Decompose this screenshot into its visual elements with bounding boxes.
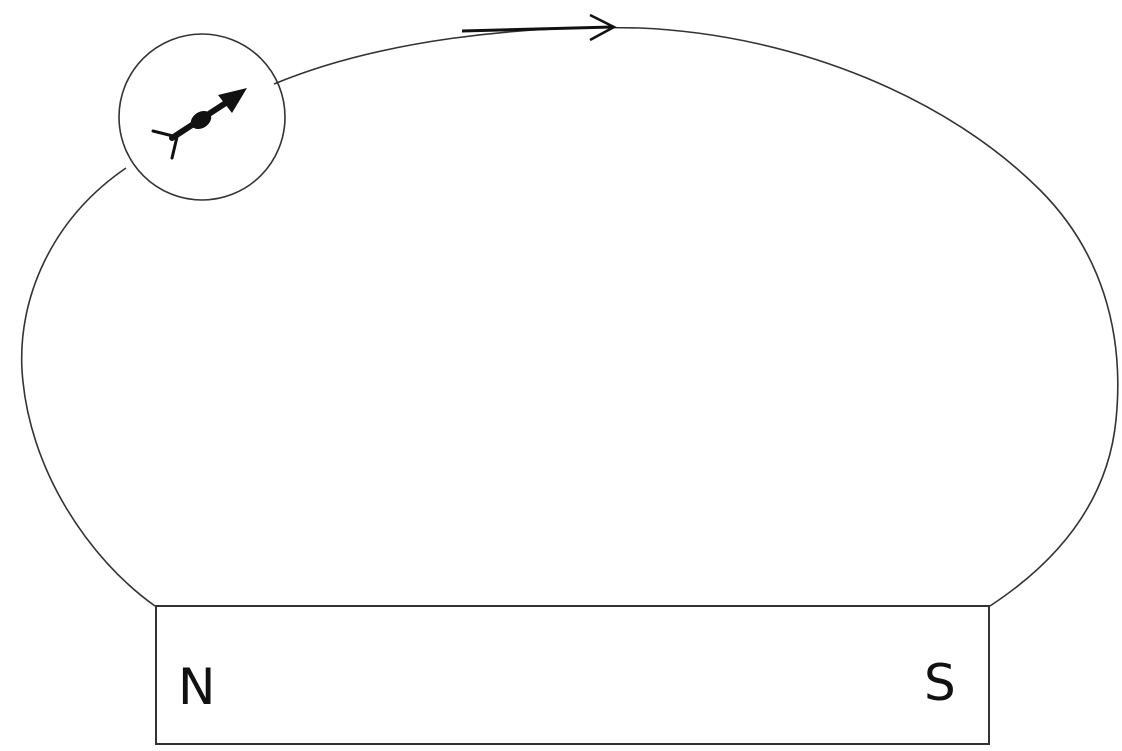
south-pole-label: S [924, 654, 956, 712]
north-pole-label: N [178, 658, 215, 716]
arrow-right-icon [461, 13, 617, 42]
compass-circle [118, 33, 286, 201]
field-line-top-right [273, 26, 1119, 607]
bar-magnet [155, 605, 990, 745]
compass-needle-icon [151, 88, 247, 160]
field-line-left [20, 167, 156, 607]
